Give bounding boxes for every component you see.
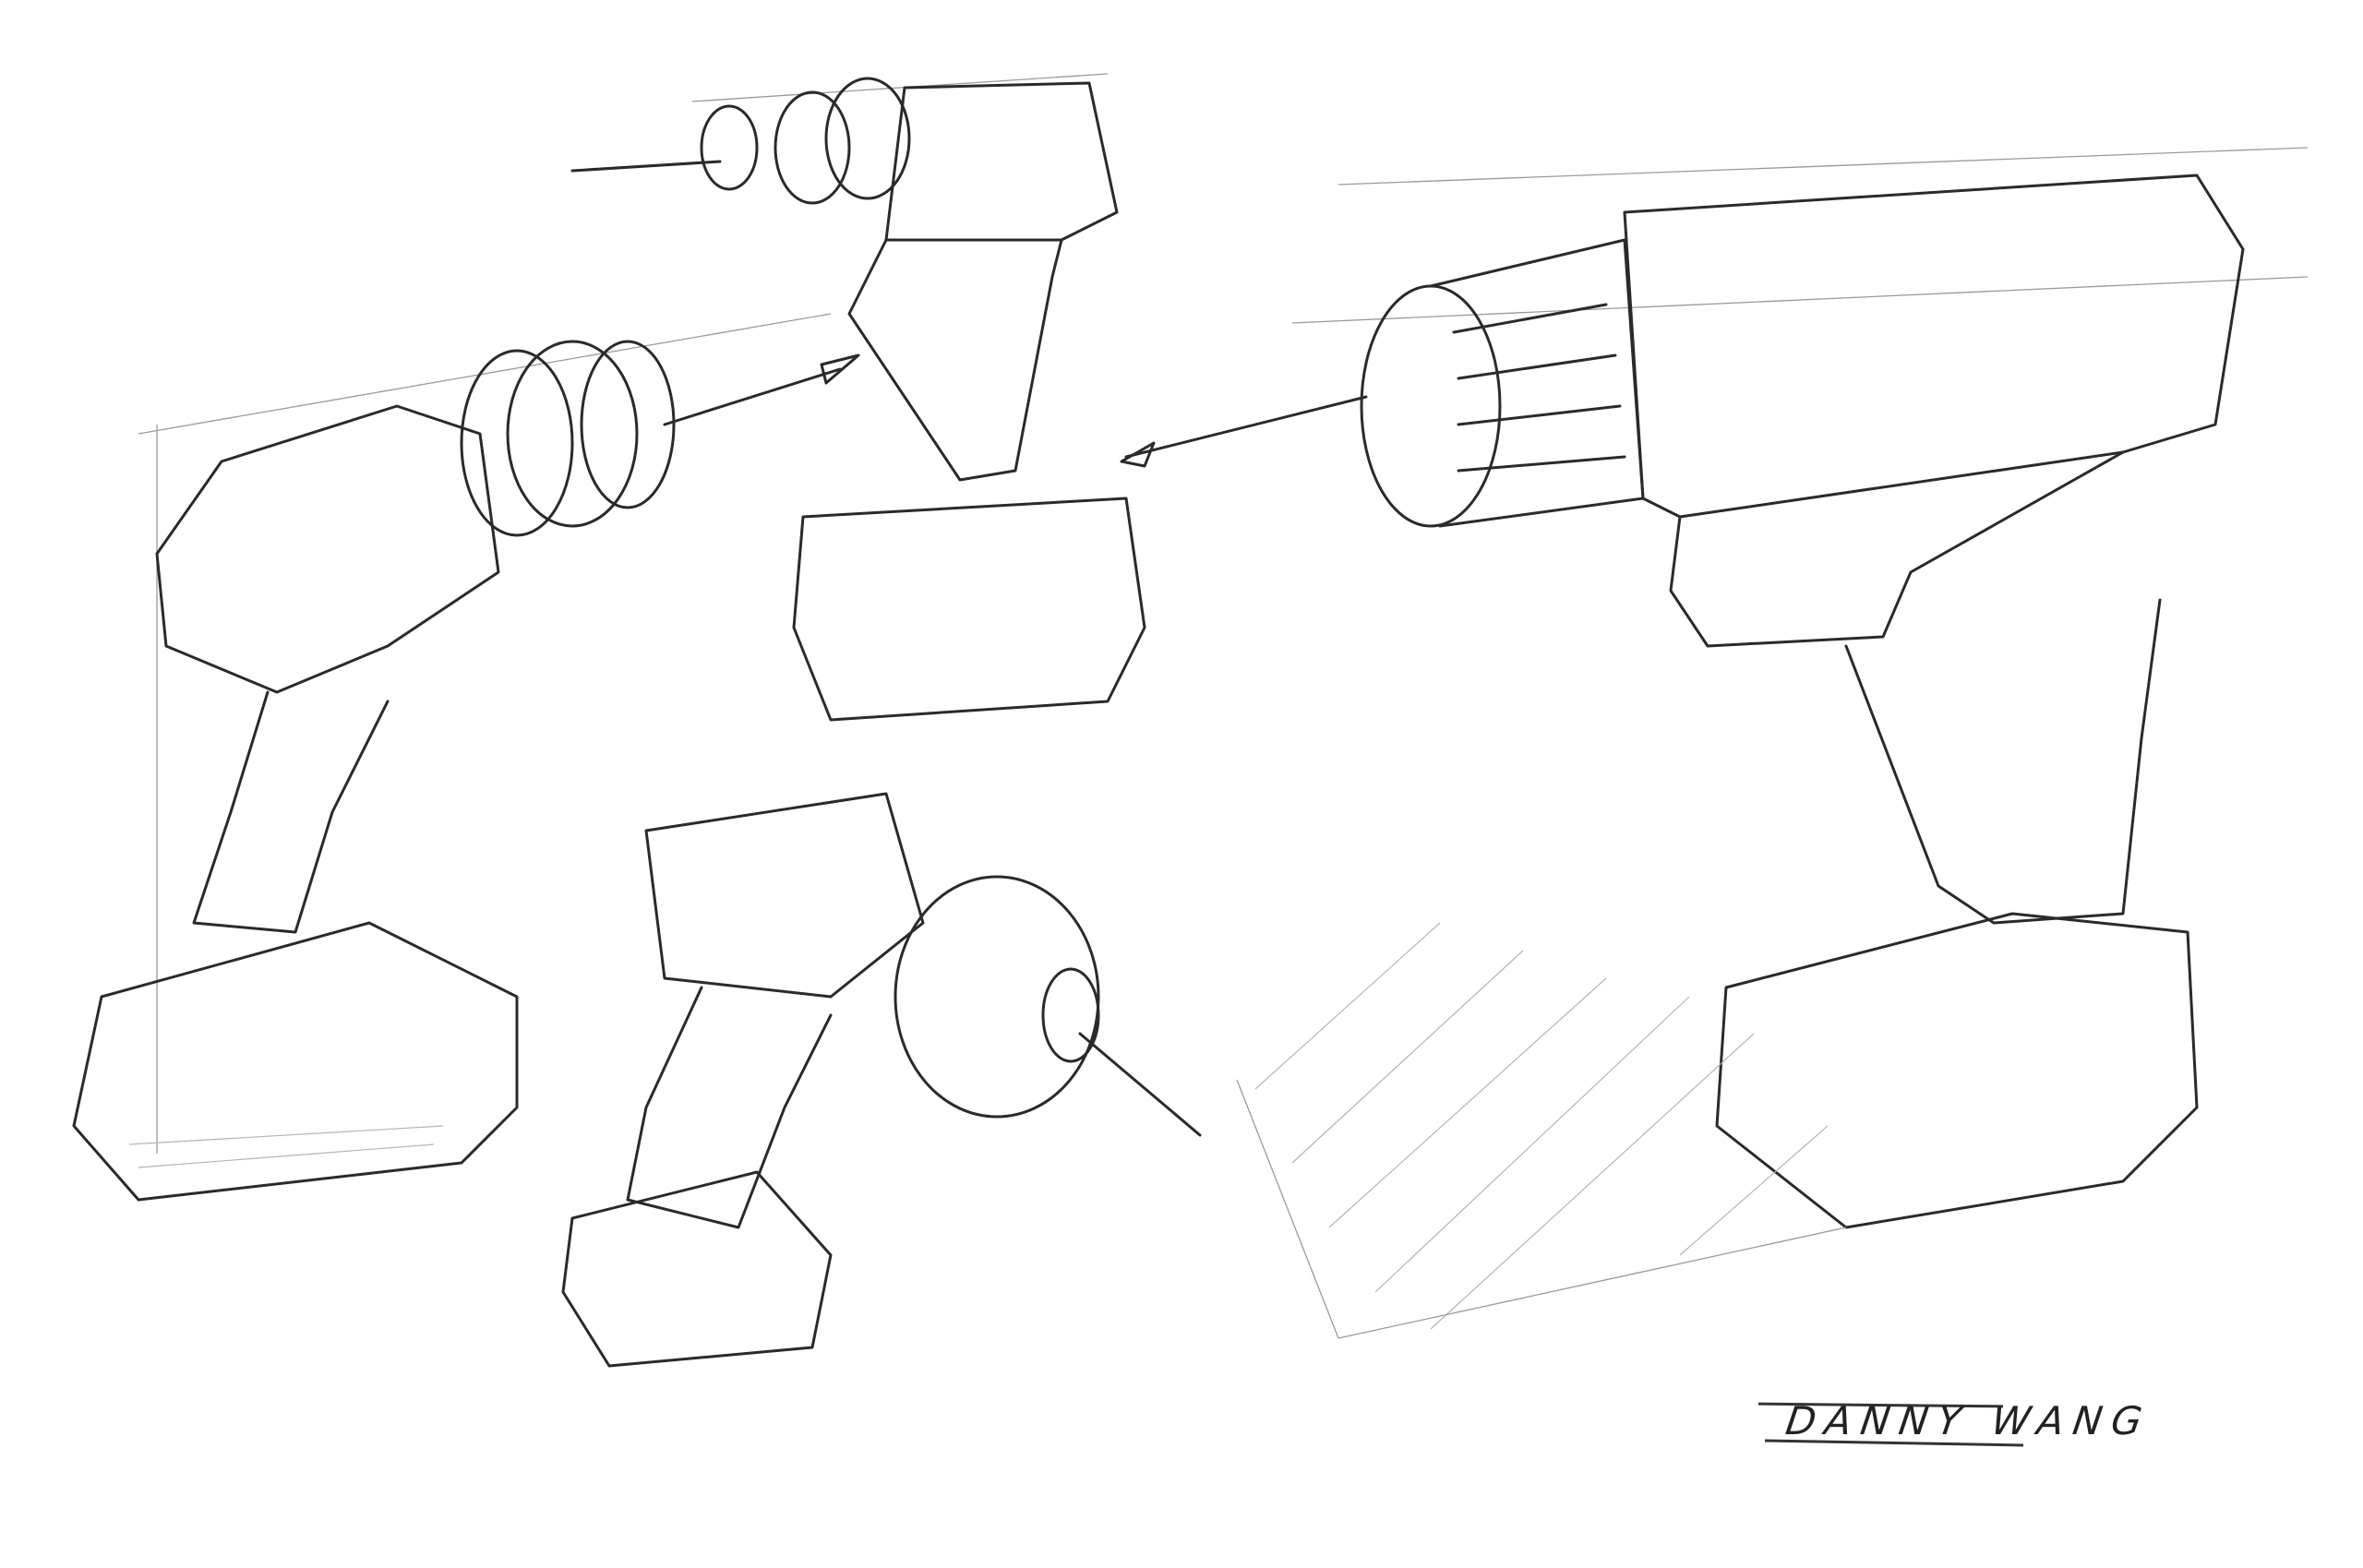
drill-right-large-sketch [1120,147,2309,1339]
artist-signature: DANNY WANG [1782,1398,2154,1443]
drill-bottom-center-sketch [561,792,1202,1368]
drill-top-center-sketch [570,73,1146,722]
drill-left-sketch [72,313,860,1202]
ground-shadow-hatching [1236,922,1847,1339]
